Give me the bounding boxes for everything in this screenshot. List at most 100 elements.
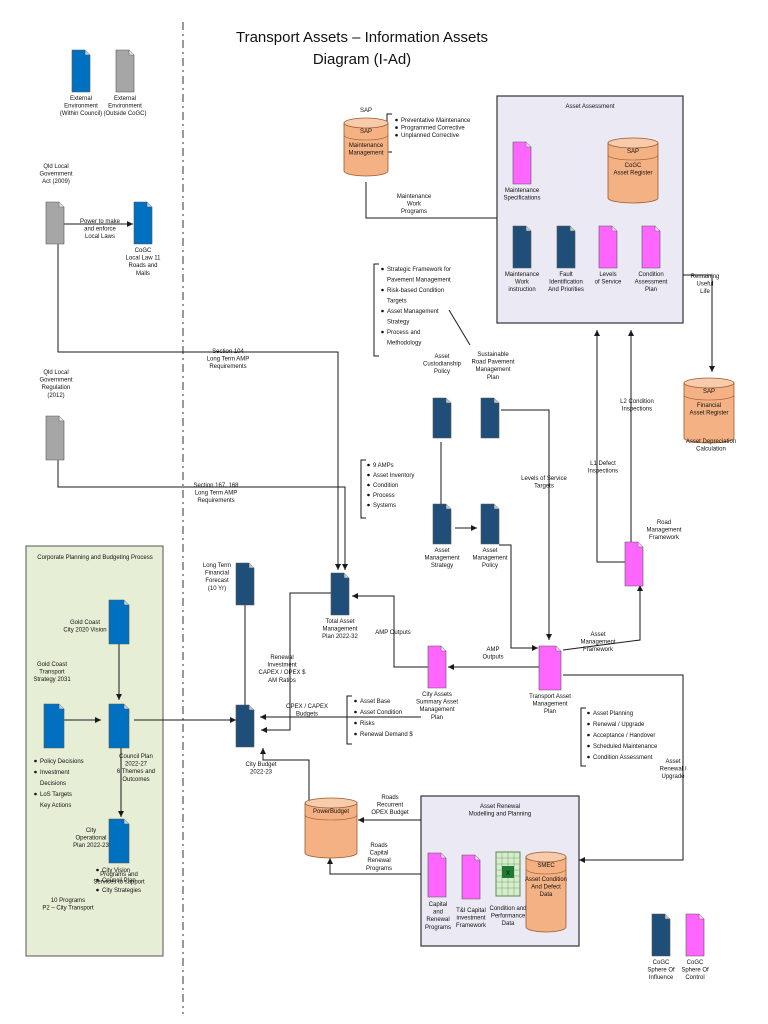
connectors	[57, 182, 715, 875]
levels-of-service-label-line: Levels	[599, 272, 616, 278]
amp-contents-bullets	[367, 463, 370, 507]
policy-decisions-line: Decisions	[40, 781, 66, 787]
sphere-control-label-line: Control	[685, 975, 704, 981]
roads-recurrent-label-line: Roads	[381, 795, 398, 801]
city-2020-vision-label-line: Gold Coast	[70, 620, 100, 626]
power-to-make-label-line: Power to make	[80, 219, 121, 225]
smec-database-icon	[525, 851, 567, 933]
roads-capital-label-line: Capital	[370, 851, 389, 857]
qld-regulation-doc-icon	[45, 415, 65, 461]
local-law-label-line: Malls	[136, 271, 150, 277]
roads-capital-label-line: Roads	[370, 843, 387, 849]
city-operational-plan-label-line: Operational	[75, 836, 106, 842]
local-law-label-line: Roads and	[128, 263, 157, 269]
power-to-make-label-line: Local Laws	[85, 234, 115, 240]
city-budget-label-line: City Budget	[245, 762, 276, 768]
transport-strategy-label-line: Gold Coast	[37, 662, 67, 668]
council-plan-label-line: 2022-27	[125, 762, 148, 768]
maintenance-work-label-line: Work	[515, 280, 530, 286]
external-within-label-line: (Within Council)	[60, 111, 102, 117]
sap-financial-body-line: Asset Register	[689, 411, 728, 417]
l2-condition-label-line: Inspections	[622, 407, 652, 413]
l1-defect-label-line: Inspections	[588, 469, 618, 475]
sap-asset-register-database-icon	[607, 137, 659, 204]
asset-management-strategy-doc-icon	[432, 503, 452, 545]
strategic-framework-line: Strategic Framework for	[387, 267, 451, 273]
sap-financial-head: SAP	[703, 389, 715, 395]
maintenance-types-line: Unplanned Corrective	[401, 133, 460, 139]
maintenance-work-label-line: instruction	[508, 287, 535, 293]
sap-maintenance-head: SAP	[360, 129, 372, 135]
city-assets-summary-doc-icon	[427, 645, 447, 689]
ti-capital-framework-label-line: Framework	[456, 923, 487, 929]
city-assets-summary-label-line: Management	[419, 707, 454, 713]
asset-planning-items-line: Condition Assessment	[593, 755, 653, 761]
remaining-useful-life-label-line: Life	[700, 289, 710, 295]
transport-asset-management-plan-doc-icon	[538, 645, 562, 691]
los-targets-label-line: Targets	[534, 484, 554, 490]
renewal-investment-label-line: CAPEX / OPEX $	[258, 670, 306, 676]
section-104-label-line: Requirements	[209, 364, 246, 370]
los-targets-label-line: Levels of Service	[521, 476, 567, 482]
sap-asset-register-body-line: Asset Register	[613, 171, 652, 177]
amp-outputs-label-1-line: AMP Outputs	[375, 630, 411, 636]
asset-base-items-bullets	[354, 699, 357, 736]
policy-decisions-bullets	[34, 759, 37, 796]
asset-management-policy-label-line: Asset	[482, 548, 497, 554]
asset-management-policy-label-line: Management	[472, 556, 507, 562]
capital-renewal-programs-label-line: Capital	[429, 902, 448, 908]
sap-maintenance-database-icon	[343, 117, 389, 177]
asset-renewal-upgrade-label-line: Renewal /	[660, 767, 687, 773]
asset-management-framework-label-line: Framework	[583, 647, 614, 653]
asset-custodianship-label-line: Asset	[434, 354, 449, 360]
capital-renewal-programs-label-line: Programs	[425, 925, 451, 931]
maintenance-types-bullets	[395, 118, 398, 137]
smec-head: SMEC	[537, 863, 555, 869]
asset-base-items-line: Risks	[360, 721, 375, 727]
qld-act-label-line: Qld Local	[43, 164, 68, 170]
council-plan-label-line: 6 Themes and	[117, 769, 155, 775]
policy-decisions-line: LoS Targets	[40, 792, 72, 798]
roads-capital-label-line: Programs	[366, 866, 392, 872]
opex-capex-label-line: OPEX / CAPEX	[286, 704, 328, 710]
long-term-financial-forecast-label-line: Forecast	[205, 578, 229, 584]
l2-condition-label-line: L2 Condition	[620, 399, 654, 405]
condition-assessment-plan-doc-icon	[641, 225, 661, 269]
condition-performance-label-line: Condition and	[489, 906, 526, 912]
external-within-label-line: External	[70, 96, 92, 102]
city-2020-vision-label-line: City 2020 Vision	[63, 628, 106, 634]
local-law-label-line: Local Law 11	[126, 256, 162, 262]
external-outside-label-line: External	[114, 96, 136, 102]
condition-assessment-plan-label-line: Plan	[645, 287, 657, 293]
section-167-label-line: Section 167, 168	[193, 483, 239, 489]
total-asset-management-plan-label-line: Plan 2022-32	[322, 634, 358, 640]
capital-renewal-programs-label-line: Renewal	[426, 917, 449, 923]
city-assets-summary-label-line: Plan	[431, 715, 443, 721]
asset-assessment-title: Asset Assessment	[565, 104, 614, 110]
renewal-investment-label-line: Investment	[267, 663, 297, 669]
programs-services-label-line: Services to support	[93, 880, 145, 886]
sustainable-road-label-line: Sustainable	[477, 352, 509, 358]
qld-act-label-line: Government	[39, 172, 72, 178]
smec-body-line: And Defect	[531, 885, 561, 891]
